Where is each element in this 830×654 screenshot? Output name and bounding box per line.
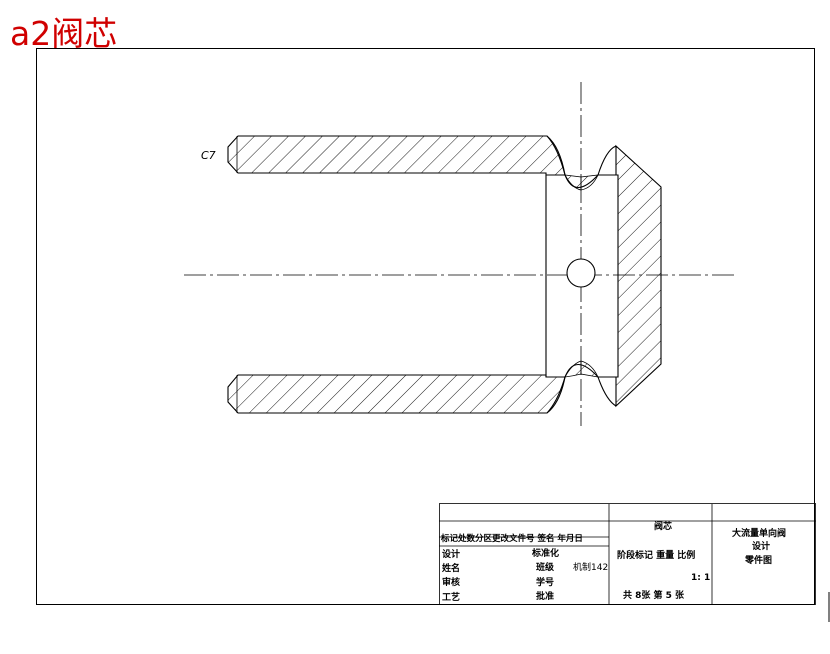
scale-value: 1: 1 bbox=[691, 573, 711, 583]
student-id-label: 学号 bbox=[536, 578, 555, 588]
bottom-groove-left-hatch bbox=[564, 360, 582, 378]
center-hole bbox=[566, 258, 596, 288]
name-label: 姓名 bbox=[442, 564, 461, 574]
review-label: 审核 bbox=[442, 578, 461, 588]
top-arm-section bbox=[227, 135, 566, 176]
project-title-line2: 设计 bbox=[752, 542, 771, 552]
chamfer-annotation: C7 bbox=[201, 149, 216, 162]
revision-header: 标记处数分区更改文件号 签名 年月日 bbox=[441, 534, 583, 544]
class-value: 机制142 bbox=[573, 563, 609, 573]
sheet-info: 共 8张 第 5 张 bbox=[623, 591, 685, 601]
design-label: 设计 bbox=[442, 550, 461, 560]
standardization-label: 标准化 bbox=[532, 549, 560, 559]
title-block-grid bbox=[439, 503, 816, 605]
process-label: 工艺 bbox=[442, 593, 461, 603]
bottom-groove-arc bbox=[546, 363, 617, 414]
drawing-frame bbox=[36, 48, 815, 605]
bottom-arm-section bbox=[227, 374, 566, 414]
approval-label: 批准 bbox=[536, 592, 555, 602]
class-label: 班级 bbox=[536, 563, 555, 573]
page-title: a2阀芯 bbox=[10, 14, 118, 53]
central-body-outline bbox=[545, 174, 618, 378]
stage-mark-header: 阶段标记 重量 比例 bbox=[617, 551, 696, 561]
top-groove-arc bbox=[546, 135, 617, 189]
part-name: 阀芯 bbox=[654, 522, 673, 532]
right-plate-section bbox=[615, 144, 662, 408]
project-title-line1: 大流量单向阀 bbox=[732, 529, 787, 539]
drawing-type: 零件图 bbox=[745, 556, 773, 566]
